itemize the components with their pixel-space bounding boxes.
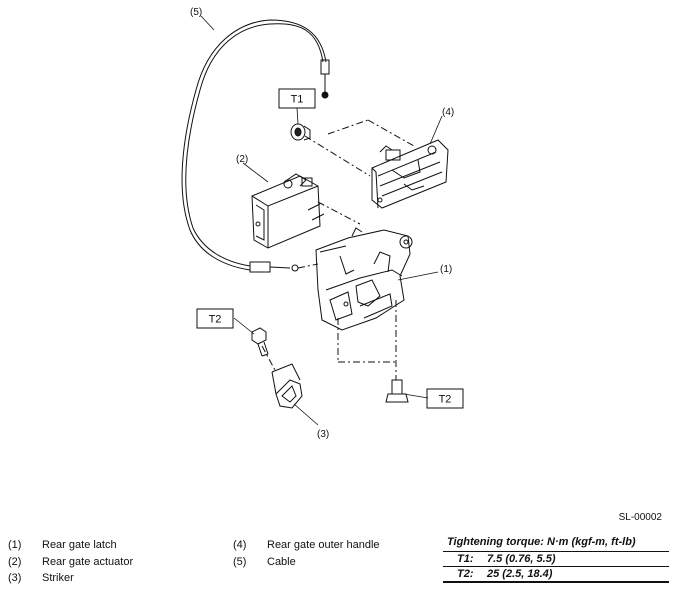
legend-label: Rear gate actuator — [42, 555, 134, 568]
bolt-lower — [385, 379, 409, 403]
legend-number: (5) — [233, 555, 247, 568]
torque-box-t2-lower — [426, 388, 464, 409]
bolt-upper — [251, 327, 269, 357]
torque-label-t2-upper: T2 — [209, 314, 222, 326]
callout-2: (2) — [236, 154, 248, 165]
rear-gate-actuator — [251, 173, 325, 249]
assembly-lines — [261, 119, 415, 380]
legend-item: (2) Rear gate actuator — [8, 554, 133, 571]
striker — [271, 363, 303, 409]
legend-left: (1) Rear gate latch (2) Rear gate actuat… — [8, 537, 133, 587]
torque-value: 7.5 (0.76, 5.5) — [487, 553, 556, 565]
legend-item: (1) Rear gate latch — [8, 537, 133, 554]
cable — [181, 19, 330, 273]
callout-3: (3) — [317, 429, 329, 440]
legend-number: (3) — [8, 572, 22, 584]
legend-item: (5) Cable — [233, 554, 380, 571]
legend-label: Striker — [42, 572, 74, 584]
torque-row: T1: 7.5 (0.76, 5.5) — [443, 552, 669, 567]
torque-row: T2: 25 (2.5, 18.4) — [443, 567, 669, 583]
torque-box-t2-upper — [196, 308, 234, 329]
torque-value: 25 (2.5, 18.4) — [487, 568, 553, 580]
rear-gate-outer-handle — [371, 139, 449, 209]
torque-label-t1: T1 — [291, 94, 304, 106]
legend-number: (2) — [8, 555, 22, 568]
torque-table: Tightening torque: N·m (kgf-m, ft-lb) T1… — [443, 534, 669, 583]
legend-number: (1) — [8, 539, 22, 551]
callout-4: (4) — [442, 107, 454, 118]
legend-item: (3) Striker — [8, 570, 133, 587]
legend-label: Rear gate outer handle — [267, 539, 380, 551]
leader-lines — [200, 15, 443, 426]
torque-key: T1: — [457, 553, 474, 565]
callout-1: (1) — [440, 264, 452, 275]
figure-id: SL-00002 — [618, 512, 662, 523]
legend-number: (4) — [233, 539, 247, 551]
grommet — [290, 123, 311, 141]
legend-item: (4) Rear gate outer handle — [233, 537, 380, 554]
torque-key: T2: — [457, 568, 474, 580]
torque-table-header: Tightening torque: N·m (kgf-m, ft-lb) — [443, 534, 669, 552]
callout-5: (5) — [190, 7, 202, 18]
torque-label-t2-lower: T2 — [439, 394, 452, 406]
legend-label: Cable — [267, 555, 296, 568]
rear-gate-latch — [315, 227, 413, 331]
exploded-parts-diagram: T1 T2 T2 (5) (2) (4) (1) (3) — [181, 7, 464, 440]
legend-label: Rear gate latch — [42, 539, 117, 551]
torque-box-t1 — [278, 88, 316, 109]
legend-middle: (4) Rear gate outer handle (5) Cable — [233, 537, 380, 570]
